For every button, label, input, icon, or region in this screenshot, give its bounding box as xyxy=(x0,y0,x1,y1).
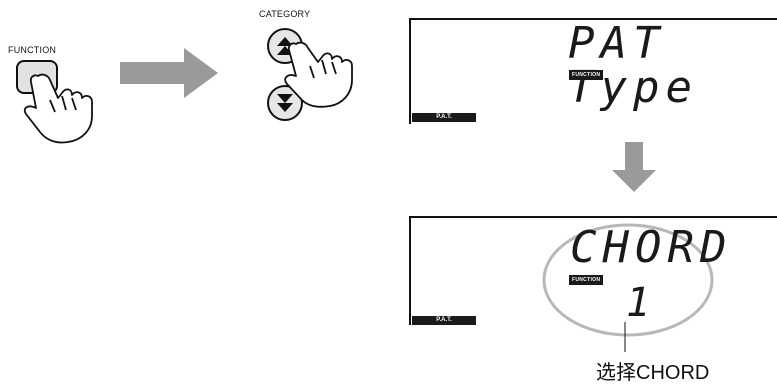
down-arrow-icon xyxy=(612,142,656,192)
function-button-label: FUNCTION xyxy=(8,45,56,55)
pat-indicator: P.A.T. xyxy=(412,113,476,122)
lcd-main-text: CHORD xyxy=(570,226,732,270)
lcd-main-text: PAT Type xyxy=(568,22,777,110)
function-indicator: FUNCTION xyxy=(569,275,603,285)
lcd-value-text: 1 xyxy=(626,283,656,323)
caption-text: 选择CHORD xyxy=(596,356,709,385)
function-indicator: FUNCTION xyxy=(569,70,603,80)
pat-indicator: P.A.T. xyxy=(412,316,476,325)
category-label: CATEGORY xyxy=(259,9,310,19)
pressing-hand-icon xyxy=(25,75,92,143)
right-arrow-icon xyxy=(120,48,218,98)
